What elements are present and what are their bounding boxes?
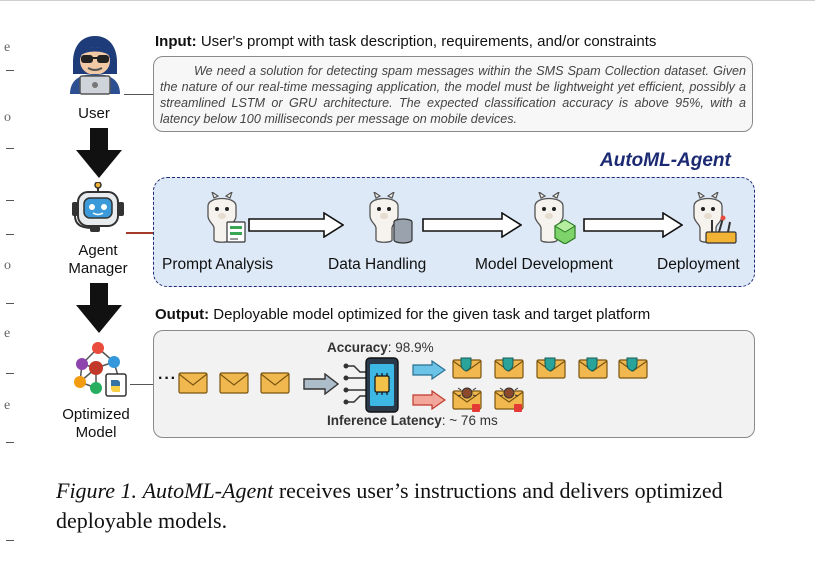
caption-figure-number: Figure 1. — [56, 478, 138, 503]
margin-mark — [6, 373, 14, 374]
top-rule — [0, 0, 815, 1]
accuracy-metric: Accuracy: 98.9% — [327, 340, 434, 355]
caption-text: receives user’s instructions and deliver… — [56, 478, 723, 533]
spam-envelope-icon — [452, 387, 482, 412]
margin-mark — [6, 148, 14, 149]
ham-envelope-icon — [618, 357, 648, 379]
user-connector — [124, 94, 154, 95]
envelope-icon — [260, 372, 290, 394]
hacker-user-icon — [70, 36, 120, 95]
agent-manager-line2: Manager — [68, 260, 128, 277]
margin-mark — [6, 234, 14, 235]
output-heading: Output: Deployable model optimized for t… — [155, 306, 650, 323]
optimized-model-line2: Model — [75, 424, 117, 441]
stage-model-development: Model Development — [475, 256, 613, 273]
input-heading: Input: User's prompt with task descripti… — [155, 33, 656, 50]
ellipsis: ··· — [158, 370, 177, 387]
mobile-chip-icon — [343, 357, 399, 413]
output-heading-label: Output: — [155, 306, 210, 323]
user-label: User — [78, 105, 110, 122]
stage-deployment: Deployment — [657, 256, 740, 273]
margin-glyph: e — [4, 398, 11, 413]
accuracy-value: : 98.9% — [387, 340, 434, 355]
margin-glyph: e — [4, 326, 11, 341]
input-heading-text: User's prompt with task description, req… — [196, 33, 657, 50]
down-arrow-icon — [76, 128, 122, 178]
agent-manager-label: Agent Manager — [60, 242, 136, 278]
pipeline-arrow-icon — [583, 212, 683, 238]
envelope-icon — [178, 372, 208, 394]
margin-mark — [6, 442, 14, 443]
agent-pipeline-box — [153, 177, 755, 287]
margin-mark — [6, 303, 14, 304]
llama-model-development-icon — [534, 192, 576, 244]
pipeline-arrow-icon — [422, 212, 522, 238]
margin-glyph: o — [4, 110, 11, 125]
stage-data-handling: Data Handling — [328, 256, 427, 273]
output-box — [153, 330, 755, 438]
accuracy-label: Accuracy — [327, 340, 388, 355]
llama-prompt-analysis-icon — [207, 192, 246, 243]
latency-value: : ~ 76 ms — [441, 413, 498, 428]
input-prompt-text: We need a solution for detecting spam me… — [160, 64, 746, 126]
agent-connector — [126, 232, 154, 234]
margin-glyph: o — [4, 258, 11, 273]
ham-arrow-icon — [412, 360, 446, 380]
llama-deployment-icon — [693, 192, 737, 244]
figure-caption: Figure 1. AutoML-Agent receives user’s i… — [56, 476, 776, 536]
down-arrow-icon — [76, 283, 122, 333]
pipeline-arrow-icon — [248, 212, 344, 238]
llama-data-handling-icon — [369, 192, 413, 244]
envelope-icon — [219, 372, 249, 394]
output-heading-text: Deployable model optimized for the given… — [209, 306, 651, 323]
model-connector — [130, 384, 154, 385]
margin-mark — [6, 200, 14, 201]
ham-envelope-icon — [578, 357, 608, 379]
margin-mark — [6, 540, 14, 541]
ham-envelope-icon — [452, 357, 482, 379]
agent-title: AutoML-Agent — [600, 150, 731, 171]
spam-envelope-icon — [494, 387, 524, 412]
caption-name: AutoML-Agent — [142, 478, 274, 503]
agent-manager-line1: Agent — [78, 242, 118, 259]
latency-label: Inference Latency — [327, 413, 442, 428]
ham-envelope-icon — [536, 357, 566, 379]
margin-glyph: e — [4, 40, 11, 55]
margin-mark — [6, 70, 14, 71]
input-heading-label: Input: — [155, 33, 197, 50]
spam-arrow-icon — [412, 390, 446, 410]
latency-metric: Inference Latency: ~ 76 ms — [327, 413, 498, 428]
input-prompt-box: We need a solution for detecting spam me… — [153, 56, 753, 132]
stage-prompt-analysis: Prompt Analysis — [162, 256, 274, 273]
optimized-model-line1: Optimized — [62, 406, 130, 423]
optimized-model-label: Optimized Model — [54, 406, 138, 442]
robot-agent-icon — [72, 182, 124, 232]
input-arrow-icon — [303, 373, 339, 395]
network-model-icon — [74, 342, 127, 397]
ham-envelope-icon — [494, 357, 524, 379]
